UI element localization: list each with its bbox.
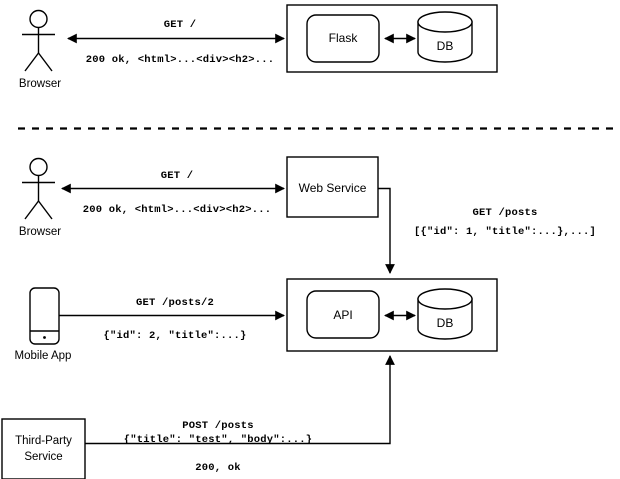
api-node-label: API: [333, 308, 352, 322]
browser-actor-top-label: Browser: [19, 78, 61, 90]
db-node-top-label: DB: [437, 39, 454, 53]
mobile-phone-icon: [29, 287, 60, 345]
third-party-request-label: POST /posts: [182, 420, 254, 432]
db-node-bottom: DB: [417, 288, 473, 340]
browser-request-label: GET /: [161, 170, 194, 182]
flask-node-label: Flask: [329, 31, 359, 45]
third-party-service-label-line1: Third-Party: [15, 435, 72, 447]
mobile-response-label: {"id": 2, "title":...}: [103, 330, 246, 342]
mobile-to-api-connector: GET /posts/2 {"id": 2, "title":...}: [59, 297, 285, 342]
response-label-top: 200 ok, <html>...<div><h2>...: [86, 54, 275, 66]
flask-node: Flask: [306, 14, 380, 63]
browser-actor-top: Browser: [19, 9, 61, 90]
web-service-node: Web Service: [286, 156, 379, 218]
bottom-section: Browser GET / 200 ok, <html>...<div><h2>…: [1, 156, 596, 479]
third-party-body-label: {"title": "test", "body":...}: [124, 434, 313, 446]
webservice-api-response-label: [{"id": 1, "title":...},...]: [414, 226, 596, 238]
third-party-service-label-line2: Service: [24, 451, 62, 463]
browser-to-webservice-connector: GET / 200 ok, <html>...<div><h2>...: [61, 170, 285, 216]
webservice-api-request-label: GET /posts: [472, 207, 537, 219]
mobile-actor-label: Mobile App: [15, 350, 72, 362]
api-node: API: [306, 290, 380, 339]
stick-figure-icon: [22, 9, 55, 72]
third-party-response-label: 200, ok: [195, 462, 241, 474]
thirdparty-to-api-connector: POST /posts {"title": "test", "body":...…: [85, 355, 395, 474]
mobile-request-label: GET /posts/2: [136, 297, 214, 309]
browser-to-server-connector-top: GET / 200 ok, <html>...<div><h2>...: [67, 19, 285, 66]
top-section: Browser GET / 200 ok, <html>...<div><h2>…: [19, 4, 498, 90]
browser-actor-bottom-label: Browser: [19, 226, 61, 238]
stick-figure-icon: [22, 157, 55, 220]
db-node-top: DB: [417, 11, 473, 63]
request-label-top: GET /: [164, 19, 197, 31]
third-party-service-node: Third-Party Service: [1, 418, 86, 479]
web-service-node-label: Web Service: [299, 181, 367, 195]
webservice-to-api-connector: GET /posts [{"id": 1, "title":...},...]: [378, 187, 596, 274]
browser-response-label: 200 ok, <html>...<div><h2>...: [83, 204, 272, 216]
db-node-bottom-label: DB: [437, 316, 454, 330]
mobile-actor: Mobile App: [15, 287, 72, 362]
browser-actor-bottom: Browser: [19, 157, 61, 238]
